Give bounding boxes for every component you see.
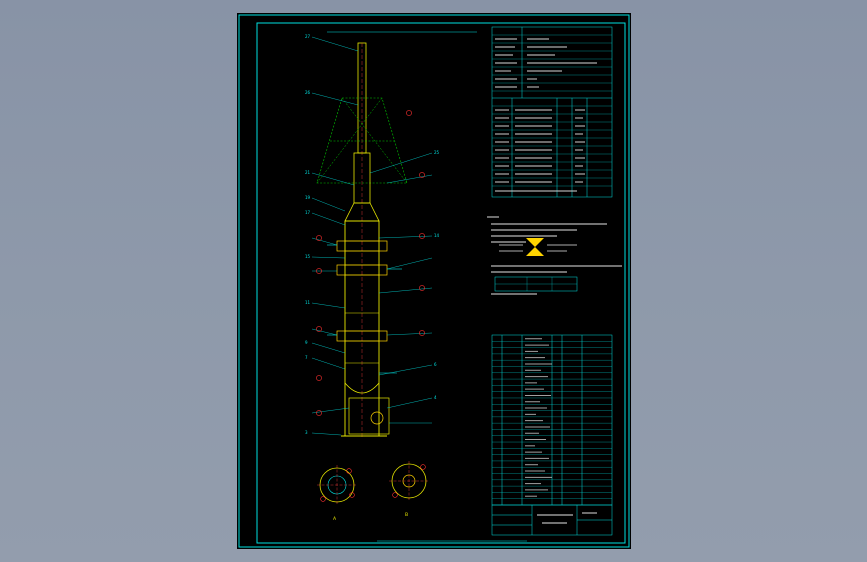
svg-text:3: 3 [305, 430, 308, 435]
outer-frame [238, 14, 630, 548]
svg-text:19: 19 [305, 195, 311, 200]
part-balloons [316, 110, 425, 416]
parts-list-table [491, 334, 613, 506]
svg-text:11: 11 [305, 300, 311, 305]
svg-text:14: 14 [434, 233, 440, 238]
spec-table [491, 26, 613, 198]
leader-lines [311, 36, 359, 436]
view-label-b: B [405, 512, 408, 518]
svg-text:4: 4 [434, 395, 437, 400]
drawing-sheet: 27 26 21 19 17 15 11 9 7 3 25 14 6 4 A [237, 13, 631, 549]
svg-text:25: 25 [434, 150, 440, 155]
svg-text:7: 7 [305, 355, 308, 360]
svg-text:6: 6 [434, 362, 437, 367]
tower-assembly-drawing: 27 26 21 19 17 15 11 9 7 3 25 14 6 4 A [238, 14, 630, 548]
svg-text:9: 9 [305, 340, 308, 345]
title-block [491, 504, 613, 536]
svg-text:27: 27 [305, 34, 311, 39]
svg-text:26: 26 [305, 90, 311, 95]
svg-text:21: 21 [305, 170, 311, 175]
plan-view-a: A [317, 465, 357, 522]
svg-text:17: 17 [305, 210, 311, 215]
view-label-a: A [333, 516, 337, 522]
svg-text:15: 15 [305, 254, 311, 259]
inner-frame [256, 22, 626, 544]
plan-view-b: B [389, 461, 429, 518]
technical-notes [487, 216, 622, 295]
stack-assembly [316, 42, 408, 438]
